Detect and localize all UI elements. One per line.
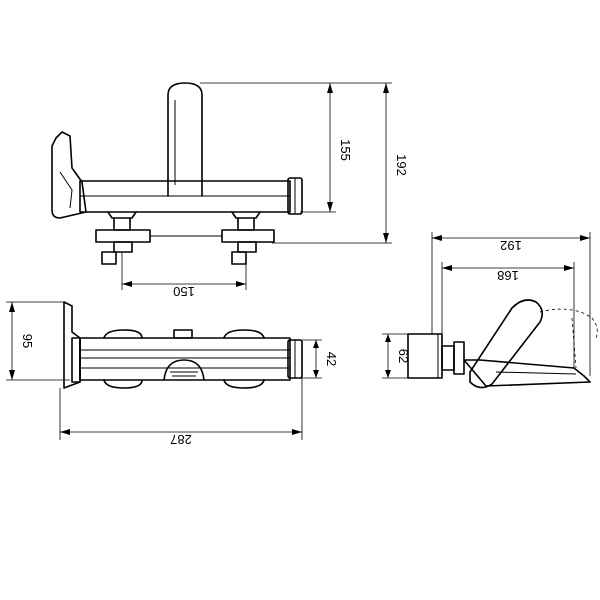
dim-62-side: 62 (396, 349, 411, 363)
dim-95-top: 95 (20, 334, 35, 348)
rotation-arc (539, 308, 598, 339)
lever-handle (167, 82, 203, 197)
dim-192-side: 192 (500, 238, 522, 253)
spout-outlet (163, 359, 205, 381)
dim-287-top: 287 (170, 432, 192, 447)
left-connector (95, 211, 151, 265)
dim-150-front: 150 (173, 284, 195, 299)
right-knob (223, 329, 265, 339)
dimension-lines (6, 82, 591, 440)
dim-155-front: 155 (338, 139, 353, 161)
left-knob (103, 329, 143, 339)
front-view (51, 82, 303, 265)
top-view (63, 301, 303, 389)
dim-192-front: 192 (394, 154, 409, 176)
dimension-labels: 192 155 150 95 42 287 192 168 62 (20, 139, 522, 447)
wall-plate (51, 131, 87, 219)
diverter-button (173, 329, 193, 339)
right-connector (221, 211, 275, 265)
side-spout (463, 359, 591, 387)
side-view (407, 299, 598, 389)
dim-168-side: 168 (497, 268, 519, 283)
body-cylinder (79, 337, 291, 381)
side-lever (469, 299, 544, 389)
dim-42-top: 42 (324, 352, 339, 366)
side-wall-plate (407, 333, 443, 379)
